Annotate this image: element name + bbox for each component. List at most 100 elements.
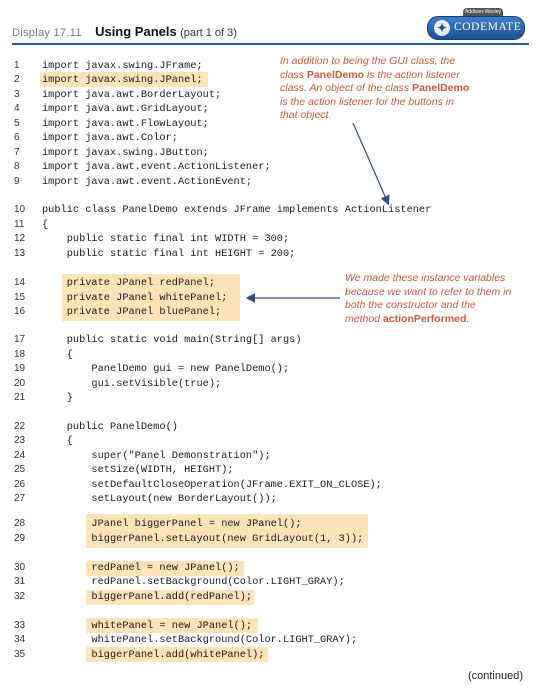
annotation-code: actionPerformed	[382, 312, 467, 325]
code-text: biggerPanel.setLayout(new GridLayout(1, …	[42, 533, 364, 545]
line-number: 18	[14, 349, 26, 360]
annotation-line: both the constructor and the	[345, 299, 476, 311]
line-number: 35	[14, 649, 26, 660]
line-number: 32	[14, 591, 26, 602]
code-text: public class PanelDemo extends JFrame im…	[42, 204, 432, 216]
line-number: 16	[14, 306, 26, 317]
code-text: JPanel biggerPanel = new JPanel();	[42, 518, 302, 530]
line-number: 13	[14, 248, 26, 259]
annotation-text: class. An object of the class	[280, 82, 413, 94]
line-number: 26	[14, 479, 26, 490]
annotation-line: that object.	[280, 109, 332, 121]
code-text: setLayout(new BorderLayout());	[42, 493, 277, 505]
annotation-line: In addition to being the GUI class, the	[280, 55, 456, 67]
line-number: 17	[14, 334, 26, 345]
code-text: {	[42, 349, 73, 361]
line-number: 14	[14, 277, 26, 288]
line-number: 25	[14, 464, 26, 475]
line-number: 29	[14, 533, 26, 544]
display-header: Display 17.11 Using Panels (part 1 of 3)	[12, 24, 237, 39]
line-number: 5	[14, 118, 20, 129]
code-text: public static final int HEIGHT = 200;	[42, 248, 296, 260]
code-text: setSize(WIDTH, HEIGHT);	[42, 464, 234, 476]
code-text: private JPanel redPanel;	[42, 277, 216, 289]
line-number: 8	[14, 161, 20, 172]
line-number: 30	[14, 562, 26, 573]
line-number: 10	[14, 204, 26, 215]
line-number: 24	[14, 450, 26, 461]
code-text: biggerPanel.add(redPanel);	[42, 591, 253, 603]
line-number: 12	[14, 233, 26, 244]
line-number: 23	[14, 435, 26, 446]
code-text: redPanel = new JPanel();	[42, 562, 240, 574]
code-text: private JPanel bluePanel;	[42, 306, 222, 318]
line-number: 27	[14, 493, 26, 504]
line-number: 33	[14, 620, 26, 631]
code-text: import javax.swing.JFrame;	[42, 60, 203, 72]
display-part: (part 1 of 3)	[180, 27, 237, 39]
annotation-line: class PanelDemo is the action listener	[280, 69, 520, 83]
line-number: 34	[14, 634, 26, 645]
code-text: import java.awt.FlowLayout;	[42, 118, 209, 130]
code-text: import java.awt.GridLayout;	[42, 103, 209, 115]
code-text: setDefaultCloseOperation(JFrame.EXIT_ON_…	[42, 479, 382, 491]
code-text: {	[42, 435, 73, 447]
line-number: 20	[14, 378, 26, 389]
line-number: 1	[14, 60, 20, 71]
publisher-badge: Addison-Wesley	[463, 8, 503, 17]
code-text: import java.awt.event.ActionEvent;	[42, 176, 253, 188]
code-text: biggerPanel.add(whitePanel);	[42, 649, 265, 661]
highlight-white-panel-new	[86, 618, 258, 633]
codemate-logo[interactable]: Addison-Wesley ✦ CODEMATE	[427, 8, 525, 42]
annotation-line: because we want to refer to them in	[345, 285, 512, 298]
annotation-code: PanelDemo	[412, 82, 470, 94]
code-text: public static void main(String[] args)	[42, 334, 302, 346]
line-number: 21	[14, 392, 26, 403]
line-number: 6	[14, 132, 20, 143]
display-title: Using Panels	[95, 24, 177, 39]
line-number: 15	[14, 292, 26, 303]
code-text: import java.awt.Color;	[42, 132, 178, 144]
line-number: 3	[14, 89, 20, 100]
highlight-line-2	[40, 72, 208, 87]
code-text: public PanelDemo()	[42, 421, 178, 433]
code-text: gui.setVisible(true);	[42, 378, 222, 390]
annotation-text: is the action listener	[364, 68, 460, 81]
code-text: import java.awt.BorderLayout;	[42, 89, 222, 101]
code-text: import javax.swing.JButton;	[42, 147, 209, 159]
line-number: 19	[14, 363, 26, 374]
logo-text: CODEMATE	[454, 21, 522, 33]
code-text: redPanel.setBackground(Color.LIGHT_GRAY)…	[42, 576, 345, 588]
highlight-bigger-panel	[86, 514, 368, 548]
line-number: 9	[14, 176, 20, 187]
annotation-action-listener: In addition to being the GUI class, the …	[280, 55, 520, 123]
annotation-instance-vars: We made these instance variables because…	[345, 272, 535, 326]
code-text: private JPanel whitePanel;	[42, 292, 228, 304]
code-text: import java.awt.event.ActionListener;	[42, 161, 271, 173]
annotation-line: class. An object of the class PanelDemo	[280, 82, 520, 96]
line-number: 11	[14, 219, 25, 230]
code-text: {	[42, 219, 49, 231]
line-number: 22	[14, 421, 26, 432]
highlight-instance-vars	[62, 274, 240, 321]
logo-body: ✦ CODEMATE	[427, 16, 525, 40]
annotation-text: class	[280, 68, 307, 81]
line-number: 7	[14, 147, 20, 158]
annotation-line: is the action listener for the buttons i…	[280, 95, 454, 108]
line-number: 28	[14, 518, 26, 529]
code-text: public static final int WIDTH = 300;	[42, 233, 290, 245]
annotation-text: .	[466, 312, 470, 325]
code-text: super("Panel Demonstration");	[42, 450, 271, 462]
code-text: whitePanel = new JPanel();	[42, 620, 253, 632]
code-text: whitePanel.setBackground(Color.LIGHT_GRA…	[42, 634, 358, 646]
line-number: 4	[14, 103, 20, 114]
highlight-white-panel-add	[86, 647, 268, 662]
line-number: 31	[14, 576, 26, 587]
code-text: PanelDemo gui = new PanelDemo();	[42, 363, 290, 375]
line-number: 2	[14, 74, 20, 85]
header-rule	[12, 43, 529, 45]
annotation-line: We made these instance variables	[345, 272, 506, 284]
continued-label: (continued)	[467, 670, 523, 682]
codemate-icon: ✦	[434, 20, 450, 36]
